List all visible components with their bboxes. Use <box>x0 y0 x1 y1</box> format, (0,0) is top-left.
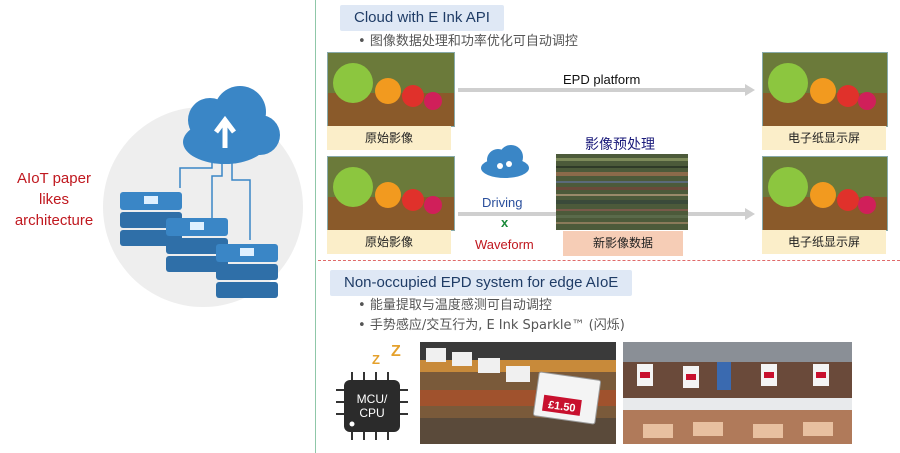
original-image-label-top: 原始影像 <box>327 126 451 150</box>
epd-platform-label: EPD platform <box>563 72 641 87</box>
server-stack-3 <box>216 244 278 298</box>
vertical-divider <box>315 0 316 453</box>
new-image-data-label: 新影像数据 <box>563 231 683 256</box>
processing-arrow-head <box>745 208 755 220</box>
sleep-z-large: Z <box>391 343 401 360</box>
epd-display-thumbnail-bottom <box>762 156 888 231</box>
section-divider <box>318 260 900 261</box>
cloud-section-title: Cloud with E Ink API <box>340 5 504 31</box>
original-image-thumbnail-bottom <box>327 156 455 231</box>
architecture-title: AIoT paper likes architecture <box>14 170 94 229</box>
edge-bullet-1: 能量提取与温度感测可自动调控 <box>358 297 552 315</box>
mcu-chip-label: MCU/ CPU <box>356 392 388 420</box>
epd-display-label-bottom: 电子纸显示屏 <box>762 230 886 254</box>
epd-display-thumbnail-top <box>762 52 888 127</box>
epd-platform-arrow <box>458 88 745 92</box>
processed-noise-image <box>556 154 688 230</box>
edge-bullet-2: 手势感应/交互行为, E Ink Sparkle™ (闪烁) <box>358 317 625 335</box>
cloud-server-illustration <box>103 86 303 307</box>
times-sign: x <box>501 215 509 230</box>
epd-display-label-top: 电子纸显示屏 <box>762 126 886 150</box>
original-image-label-bottom: 原始影像 <box>327 230 451 254</box>
edge-section-title: Non-occupied EPD system for edge AIoE <box>330 270 633 296</box>
driving-label: Driving <box>482 195 523 210</box>
server-stack-2 <box>166 218 228 272</box>
waveform-label: Waveform <box>475 237 534 252</box>
sleep-z-small: Z <box>372 352 380 367</box>
cloud-bullet: 图像数据处理和功率优化可自动调控 <box>358 33 578 51</box>
preprocess-label: 影像预处理 <box>585 137 655 153</box>
cloud-icon <box>183 86 280 164</box>
epd-platform-arrow-head <box>745 84 755 96</box>
connector-lines <box>179 153 251 240</box>
mcu-chip-icon <box>336 372 408 440</box>
retail-shelf-photo-2 <box>623 342 852 444</box>
retail-shelf-photo-1 <box>420 342 616 444</box>
small-cloud-icon <box>481 145 529 178</box>
original-image-thumbnail-top <box>327 52 455 127</box>
